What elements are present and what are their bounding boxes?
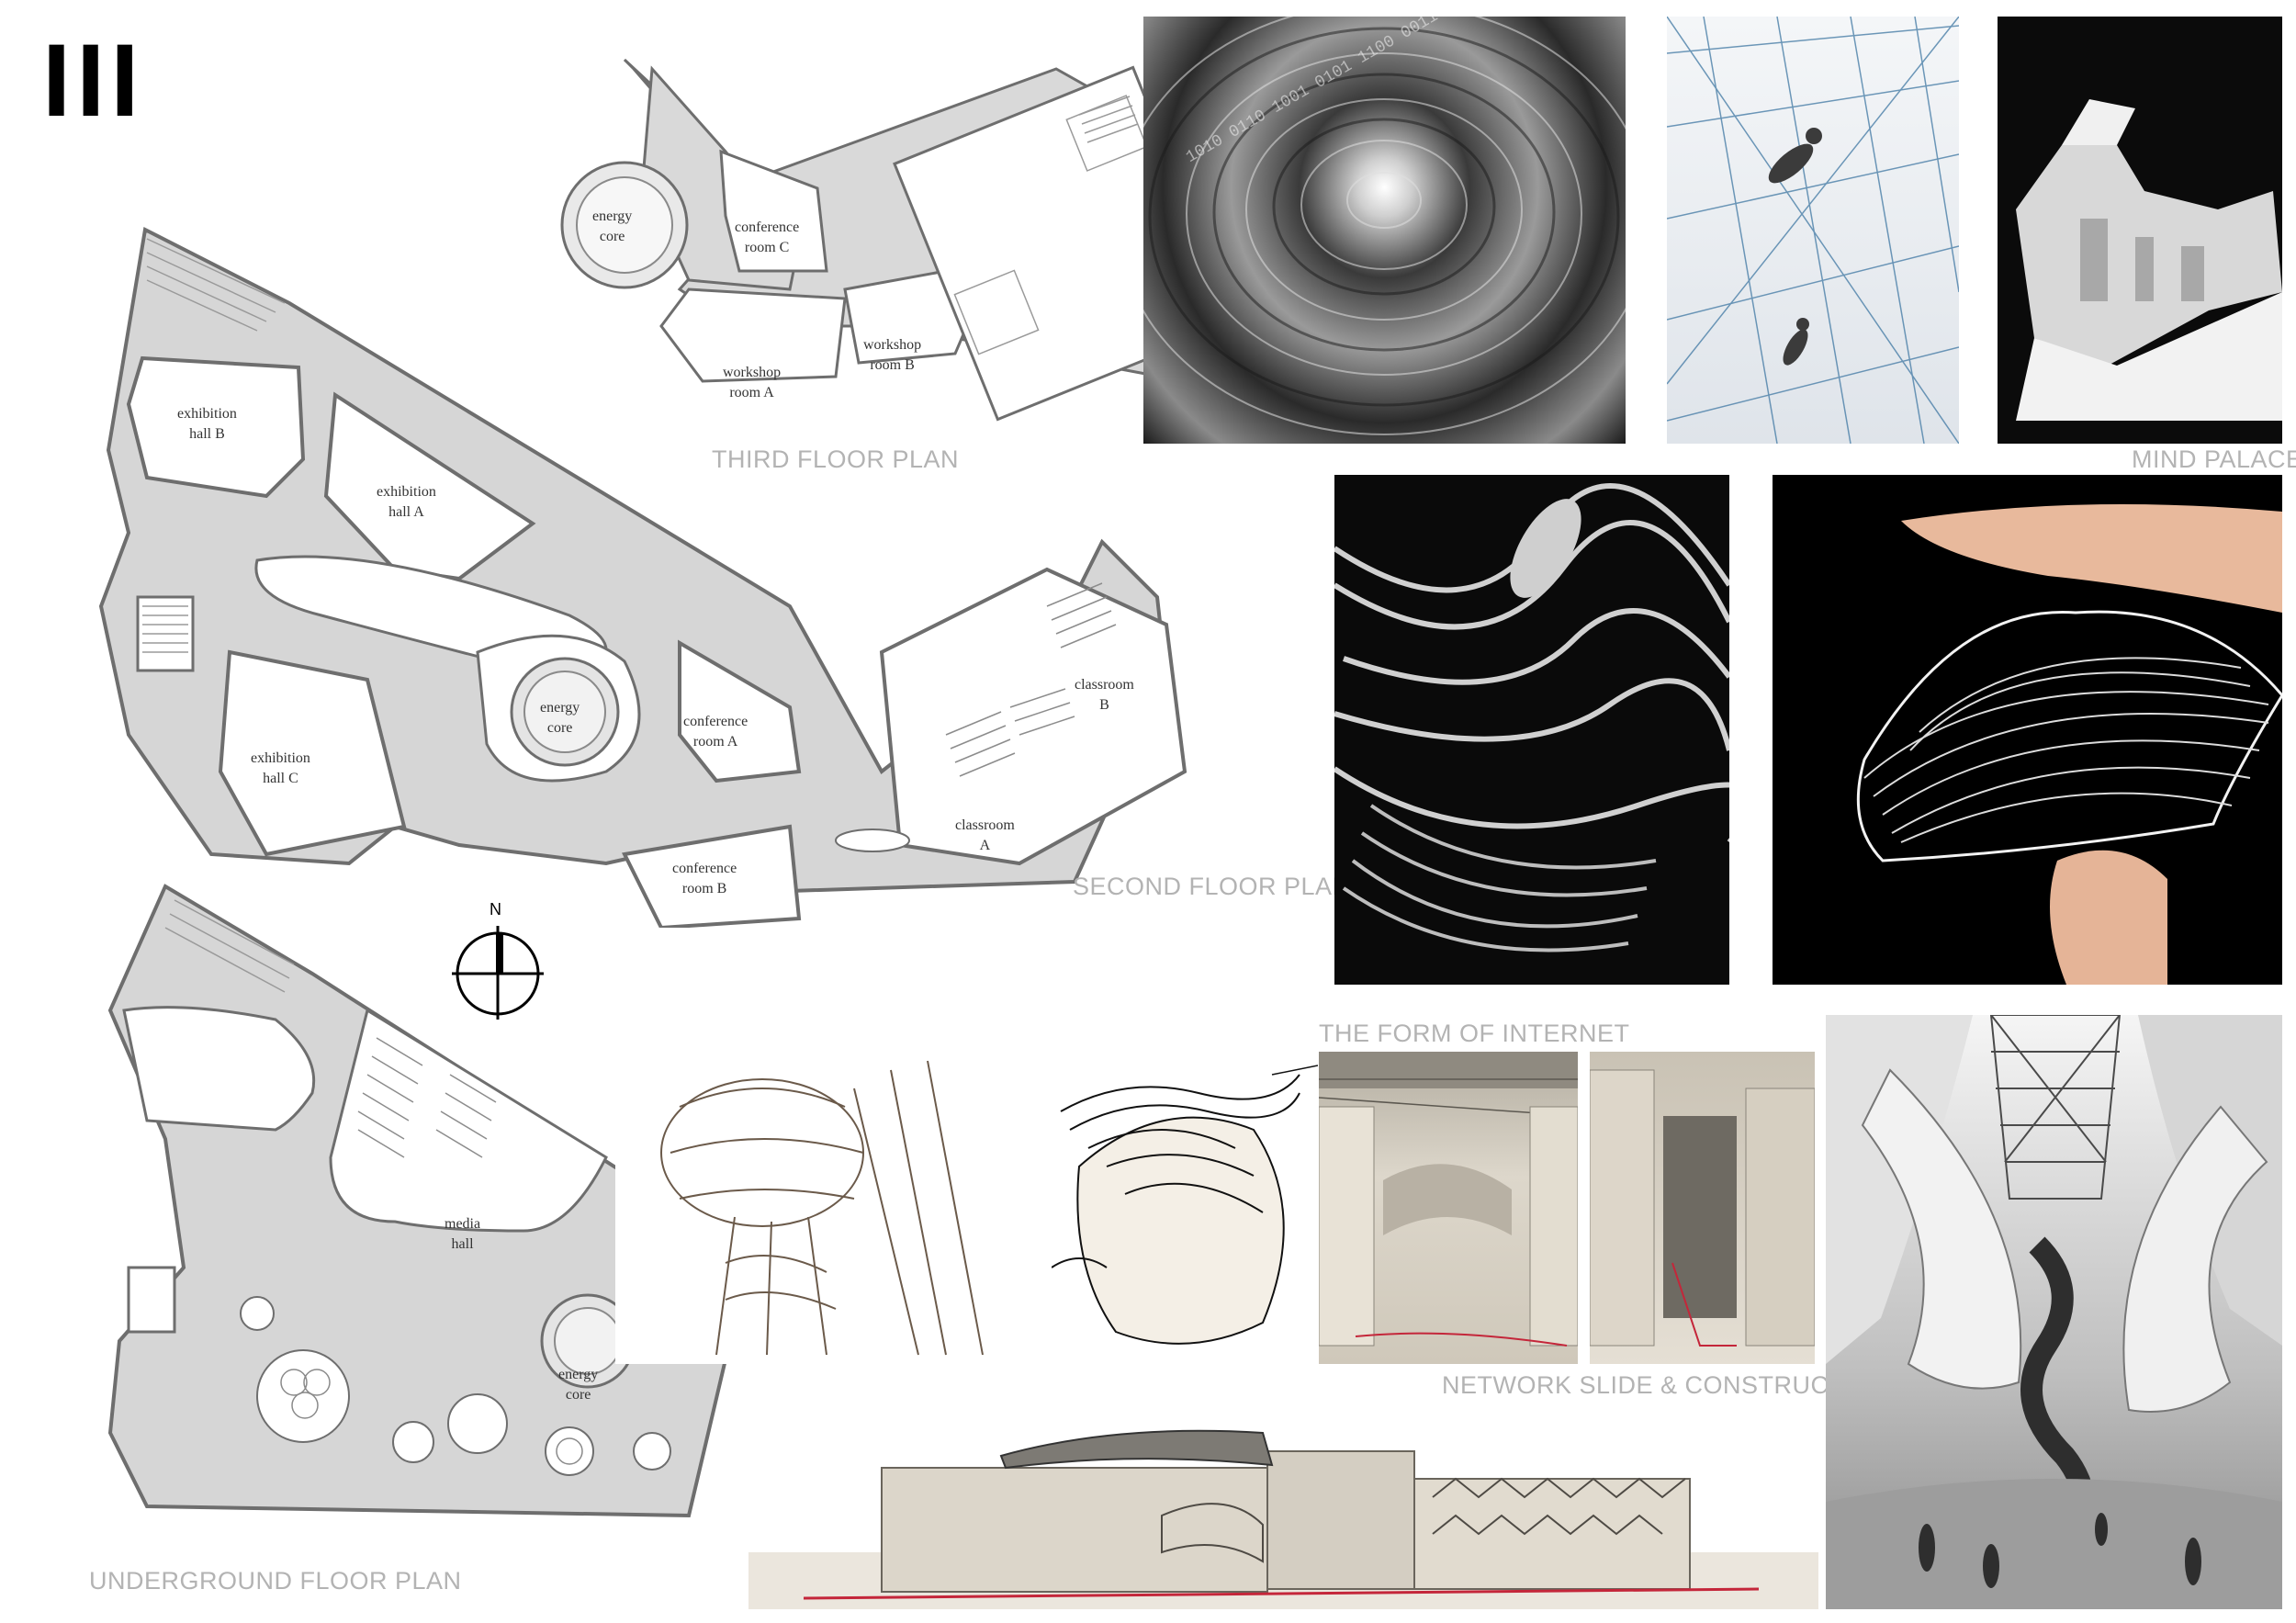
mind-palace-caption: MIND PALACE [2132, 445, 2296, 473]
paper-strip-sculpture-image [1334, 475, 1729, 985]
slide-interior-render-2 [1590, 1052, 1815, 1364]
compass-north-label: N [490, 900, 501, 919]
second-floor-caption: SECOND FLOOR PLAN [1073, 873, 1351, 900]
sheet-number: III [42, 23, 145, 138]
underground-floor-caption: UNDERGROUND FLOOR PLAN [89, 1567, 462, 1595]
ribbon-form-sketch [1052, 1065, 1318, 1345]
white-model-image [1998, 17, 2282, 444]
second-floor-plan [98, 226, 1187, 928]
form-of-internet-caption: THE FORM OF INTERNET [1319, 1020, 1630, 1047]
slide-interior-render-1 [1319, 1052, 1578, 1364]
north-compass [452, 926, 544, 1020]
floating-figures-image [1667, 17, 1959, 444]
atrium-render [1826, 1015, 2282, 1609]
third-floor-caption: THIRD FLOOR PLAN [712, 445, 960, 473]
binary-tunnel-image: 1010 0110 1001 0101 1100 0011 1010 0101 [1143, 17, 1626, 444]
building-elevation-render [748, 1414, 1818, 1609]
internal-sketch [615, 1052, 1029, 1364]
hand-held-mesh-image [1773, 475, 2282, 985]
underground-floor-plan [107, 884, 728, 1518]
network-slide-caption: NETWORK SLIDE & CONSTRUCTION [1442, 1371, 1891, 1399]
